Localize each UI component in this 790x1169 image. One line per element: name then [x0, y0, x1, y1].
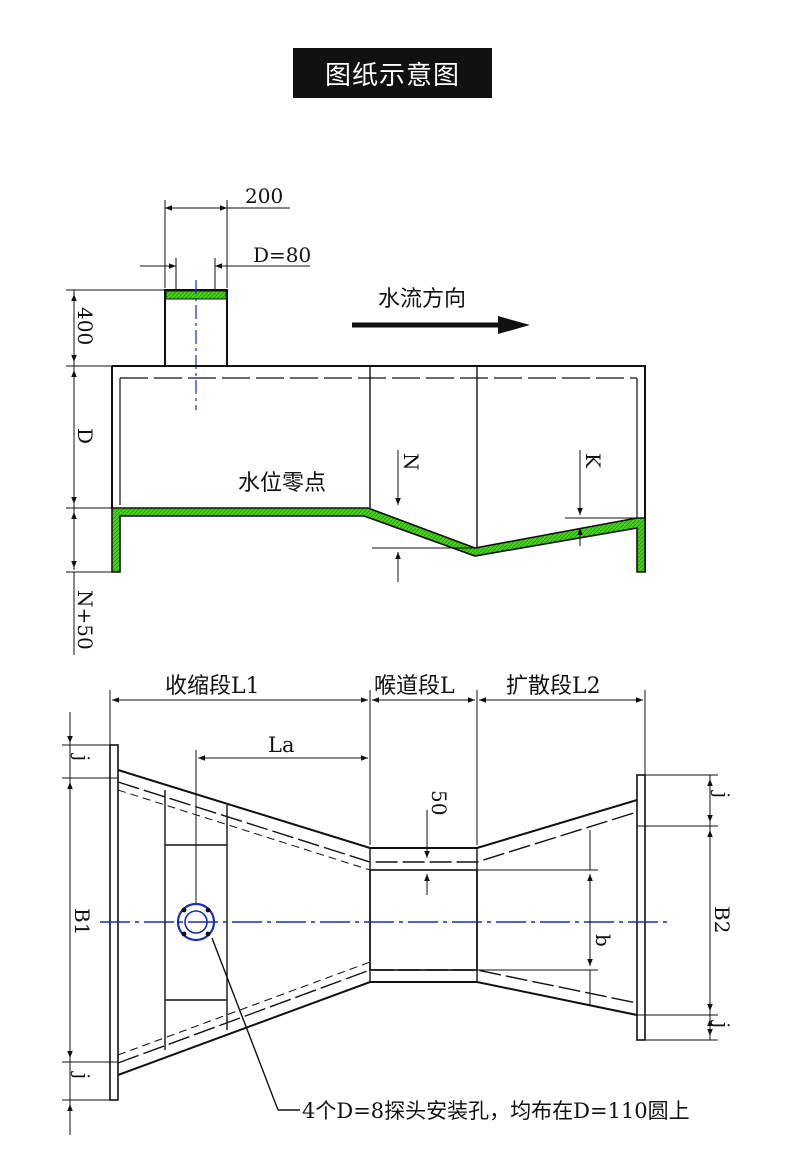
- dim-k: K: [581, 453, 605, 469]
- side-view: [66, 200, 646, 655]
- dim-b1: B1: [70, 908, 94, 935]
- dim-b2: B2: [710, 906, 734, 933]
- probe-hole-note: 4个D=8探头安装孔，均布在D=110圆上: [302, 1099, 690, 1123]
- dim-50: 50: [427, 790, 451, 815]
- flow-label: 水流方向: [378, 287, 466, 312]
- dim-bottom: N+50: [73, 590, 97, 650]
- dim-la: La: [268, 733, 294, 757]
- dim-pipe-height: 400: [73, 307, 97, 345]
- stilling-pipe: [164, 289, 228, 367]
- plan-view: [62, 690, 718, 1135]
- dim-n: N: [399, 453, 423, 471]
- dim-pipe-width: 200: [245, 184, 283, 208]
- probe-ring: [176, 902, 216, 942]
- water-zero-label: 水位零点: [238, 471, 326, 496]
- dim-j-left-bottom: j: [70, 1071, 94, 1079]
- throat-section: [369, 869, 478, 971]
- dim-j-right-bottom: j: [710, 1020, 734, 1028]
- dim-j-right-top: j: [710, 790, 734, 798]
- outlet-flange: [636, 774, 646, 1041]
- section-l2-label: 扩散段L2: [506, 674, 601, 699]
- dim-j-left-top: j: [70, 753, 94, 761]
- flume-outline: [111, 365, 646, 572]
- dim-depth: D: [73, 428, 97, 444]
- section-l-label: 喉道段L: [374, 674, 455, 699]
- flow-arrow-icon: [498, 316, 530, 334]
- dim-b: b: [591, 934, 615, 947]
- section-l1-label: 收缩段L1: [165, 674, 260, 699]
- flume-bottom-wall: [111, 507, 646, 573]
- dim-pipe-diameter: D=80: [253, 243, 311, 267]
- page-title: 图纸示意图: [293, 48, 492, 98]
